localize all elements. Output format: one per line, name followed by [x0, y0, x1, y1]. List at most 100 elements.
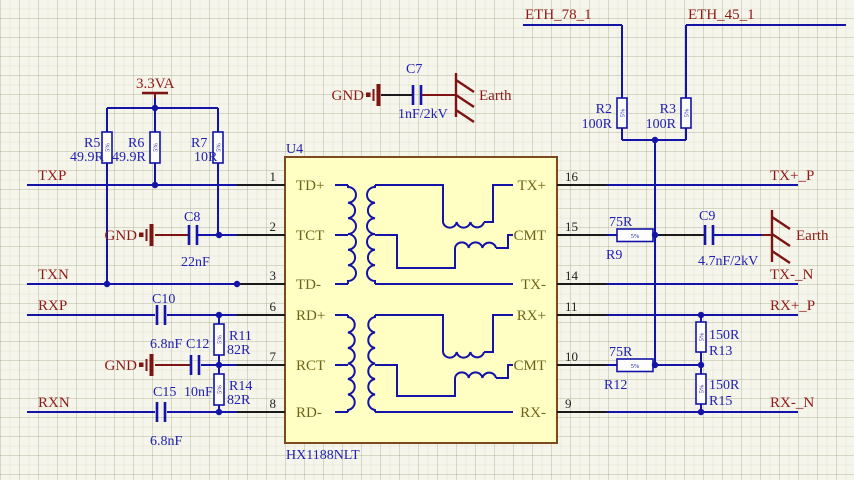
pin-name-cmt-rx: CMT: [513, 358, 546, 374]
resistor-value-r3: 100R: [646, 117, 677, 132]
resistor-r2: 5%: [616, 97, 628, 129]
junction-dots: [103, 104, 705, 416]
gnd-symbol-c7: [366, 84, 381, 106]
resistor-ref-r9: R9: [606, 248, 622, 263]
ic-ref: U4: [286, 142, 303, 157]
resistor-r11: 5%: [213, 323, 225, 356]
resistor-value-r11: 82R: [227, 343, 251, 358]
resistor-tol-r5: 5%: [105, 143, 112, 152]
pin-number-2: 2: [270, 219, 277, 234]
pin-name-rx-minus: RX-: [520, 405, 546, 421]
resistor-ref-r5: R5: [84, 136, 100, 151]
resistor-value-r5: 49.9R: [70, 150, 105, 165]
ic-pin-stubs: [237, 94, 704, 413]
resistor-tol-r11: 5%: [217, 335, 224, 344]
resistor-value-r7: 10R: [194, 150, 218, 165]
capacitor-c15: [155, 402, 167, 422]
earth-symbol-c9: [770, 210, 791, 264]
junction-dot: [215, 361, 223, 369]
junction-dot: [651, 361, 659, 369]
net-label-earth-c9: Earth: [796, 228, 829, 244]
pin-name-rct: RCT: [296, 358, 325, 374]
net-label-txp-p: TX+_P: [770, 168, 814, 184]
resistor-ref-r3: R3: [660, 102, 676, 117]
resistor-ref-r13: R13: [709, 344, 732, 359]
junction-dot: [215, 311, 223, 319]
pin-number-16: 16: [565, 169, 579, 184]
resistor-r13: 5%: [695, 321, 707, 353]
resistor-tol-r14: 5%: [217, 385, 224, 394]
resistor-ref-r15: R15: [709, 394, 732, 409]
cap-value-c8: 22nF: [181, 255, 210, 270]
resistor-r5: 5%: [101, 131, 113, 164]
net-label-gnd-rct: GND: [105, 358, 138, 374]
net-label-gnd-c7: GND: [332, 88, 365, 104]
cap-ref-c12: C12: [186, 337, 209, 352]
resistor-value-r9: 75R: [609, 215, 633, 230]
resistor-tol-r12: 5%: [631, 363, 640, 370]
resistor-tol-r15: 5%: [699, 384, 706, 393]
junction-dot: [697, 361, 705, 369]
net-label-rxp-p: RX+_P: [770, 298, 815, 314]
resistor-r9: 5%: [616, 228, 654, 243]
resistor-tol-r9: 5%: [631, 233, 640, 240]
net-label-rxn: RXN: [38, 395, 70, 411]
gnd-symbol-rct: [139, 354, 154, 376]
pin-number-1: 1: [270, 169, 277, 184]
resistor-r7: 5%: [212, 131, 224, 164]
capacitor-c9: [703, 225, 715, 245]
resistor-tol-r6: 5%: [153, 143, 160, 152]
pin-name-tct: TCT: [296, 228, 324, 244]
cap-value-c9: 4.7nF/2kV: [698, 254, 758, 269]
net-label-gnd-tct: GND: [105, 228, 138, 244]
net-label-txn-n: TX-_N: [770, 267, 813, 283]
resistor-value-r2: 100R: [582, 117, 613, 132]
resistor-value-r14: 82R: [227, 393, 251, 408]
net-label-rxp: RXP: [38, 298, 67, 314]
pin-number-8: 8: [270, 396, 277, 411]
resistor-ref-r14: R14: [229, 379, 252, 394]
capacitor-c8: [187, 225, 199, 245]
net-label-vcc: 3.3VA: [136, 76, 175, 92]
pin-name-tx-minus: TX-: [521, 277, 546, 293]
junction-dot: [651, 231, 659, 239]
resistor-ref-r7: R7: [191, 136, 207, 151]
cap-value-c15: 6.8nF: [150, 434, 183, 449]
resistor-tol-r2: 5%: [620, 108, 627, 117]
resistor-tol-r3: 5%: [684, 108, 691, 117]
cap-ref-c10: C10: [152, 292, 175, 307]
earth-symbol-c7: [454, 73, 475, 123]
pin-number-6: 6: [270, 299, 277, 314]
net-label-eth78: ETH_78_1: [525, 7, 592, 23]
junction-dot: [215, 231, 223, 239]
resistor-tol-r7: 5%: [216, 143, 223, 152]
pin-number-9: 9: [565, 396, 572, 411]
cap-ref-c15: C15: [153, 385, 176, 400]
resistor-value-r12: 75R: [609, 345, 633, 360]
ic-body: [284, 156, 558, 444]
pin-number-15: 15: [565, 219, 578, 234]
transformer-windings: [335, 184, 513, 413]
resistor-ref-r11: R11: [229, 329, 252, 344]
junction-dot: [103, 280, 111, 288]
resistor-value-r15: 150R: [709, 378, 740, 393]
cap-ref-c7: C7: [406, 62, 422, 77]
resistor-ref-r6: R6: [128, 136, 144, 151]
resistor-value-r6: 49.9R: [112, 150, 147, 165]
net-label-earth-c7: Earth: [479, 88, 512, 104]
resistor-r12: 5%: [616, 358, 654, 373]
junction-dot: [151, 181, 159, 189]
net-label-txn: TXN: [38, 267, 69, 283]
resistor-ref-r12: R12: [604, 378, 627, 393]
pin-name-cmt-tx: CMT: [513, 228, 546, 244]
pin-number-7: 7: [270, 349, 277, 364]
power-symbol-wires: [154, 93, 772, 366]
resistor-r3: 5%: [680, 97, 692, 129]
pin-number-3: 3: [270, 268, 277, 283]
resistor-r6: 5%: [149, 131, 161, 164]
cap-ref-c8: C8: [184, 210, 200, 225]
cap-ref-c9: C9: [699, 209, 715, 224]
pin-name-tx-plus: TX+: [518, 178, 546, 194]
junction-dot: [651, 136, 659, 144]
junction-dot: [215, 408, 223, 416]
